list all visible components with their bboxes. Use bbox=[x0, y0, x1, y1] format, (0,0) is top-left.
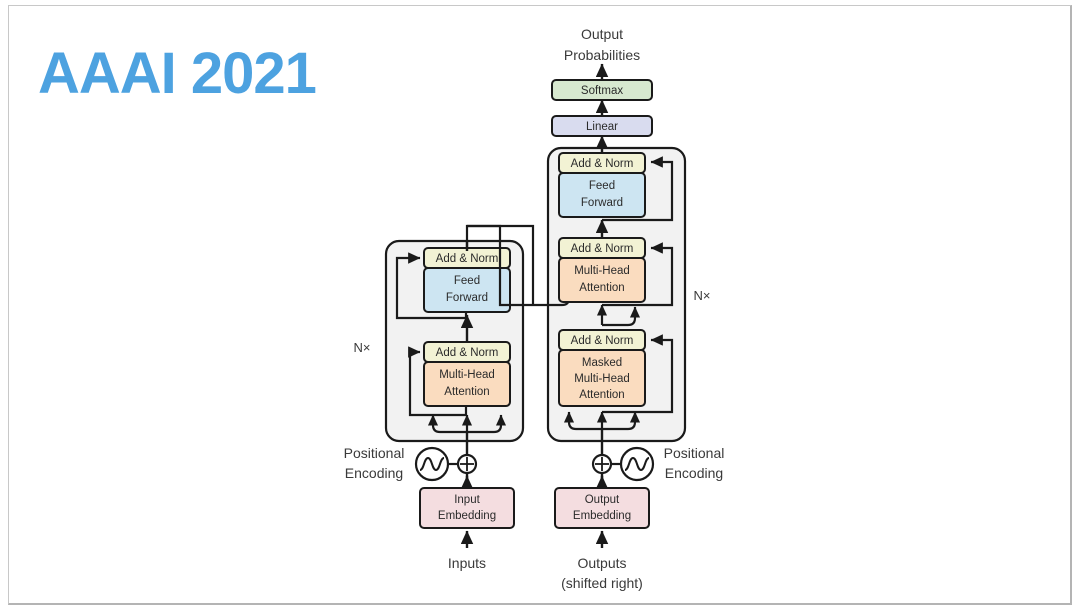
decoder-feed-forward-label-1: Feed bbox=[589, 180, 615, 192]
decoder-add-norm-2: Add & Norm bbox=[558, 237, 646, 259]
decoder-mha-label-2: Attention bbox=[579, 282, 624, 294]
decoder-feed-forward: Feed Forward bbox=[558, 172, 646, 218]
linear-box: Linear bbox=[551, 115, 653, 137]
input-embedding-label-1: Input bbox=[454, 494, 480, 506]
encoder-mha-label-2: Attention bbox=[444, 386, 489, 398]
linear-label: Linear bbox=[586, 121, 618, 133]
sine-wave-path bbox=[419, 456, 445, 472]
decoder-add-norm-1: Add & Norm bbox=[558, 329, 646, 351]
output-probabilities-label-1: Output bbox=[581, 26, 623, 42]
encoder-add-norm-1-label: Add & Norm bbox=[436, 347, 499, 359]
decoder-add-norm-3-label: Add & Norm bbox=[571, 158, 634, 170]
softmax-box: Softmax bbox=[551, 79, 653, 101]
outputs-label-2: (shifted right) bbox=[561, 575, 643, 591]
encoder-nx-label: N× bbox=[354, 340, 371, 355]
decoder-add-norm-2-label: Add & Norm bbox=[571, 243, 634, 255]
decoder-positional-encoding-label-2: Encoding bbox=[665, 465, 723, 481]
sine-wave-path bbox=[624, 456, 650, 472]
output-embedding-label-2: Embedding bbox=[573, 510, 631, 522]
softmax-label: Softmax bbox=[581, 85, 623, 97]
decoder-positional-encoding-group bbox=[591, 446, 655, 482]
encoder-add-norm-1: Add & Norm bbox=[423, 341, 511, 363]
encoder-positional-encoding-label-2: Encoding bbox=[345, 465, 403, 481]
output-embedding-label-1: Output bbox=[585, 494, 620, 506]
encoder-add-norm-2-label: Add & Norm bbox=[436, 253, 499, 265]
decoder-masked-label-3: Attention bbox=[579, 389, 624, 401]
decoder-masked-label-1: Masked bbox=[582, 357, 622, 369]
input-embedding-box: Input Embedding bbox=[419, 487, 515, 529]
encoder-positional-encoding-label-1: Positional bbox=[344, 445, 405, 461]
encoder-feed-forward-label-1: Feed bbox=[454, 275, 480, 287]
decoder-positional-encoding-label-1: Positional bbox=[664, 445, 725, 461]
encoder-mha-label-1: Multi-Head bbox=[439, 369, 495, 381]
decoder-masked-multi-head-attention: Masked Multi-Head Attention bbox=[558, 349, 646, 407]
decoder-mha-label-1: Multi-Head bbox=[574, 265, 630, 277]
decoder-add-norm-3: Add & Norm bbox=[558, 152, 646, 174]
decoder-multi-head-attention: Multi-Head Attention bbox=[558, 257, 646, 303]
decoder-nx-label: N× bbox=[694, 288, 711, 303]
inputs-label: Inputs bbox=[448, 555, 486, 571]
encoder-qkv-arrows bbox=[427, 414, 507, 434]
encoder-positional-encoding-group bbox=[414, 446, 478, 482]
encoder-feed-forward-label-2: Forward bbox=[446, 292, 488, 304]
decoder-feed-forward-label-2: Forward bbox=[581, 197, 623, 209]
output-embedding-box: Output Embedding bbox=[554, 487, 650, 529]
decoder-masked-qkv-arrows bbox=[563, 411, 641, 431]
decoder-cross-qkv-arrows bbox=[596, 304, 641, 327]
output-probabilities-label-2: Probabilities bbox=[564, 47, 640, 63]
outputs-label-1: Outputs bbox=[577, 555, 626, 571]
decoder-add-norm-1-label: Add & Norm bbox=[571, 335, 634, 347]
input-embedding-label-2: Embedding bbox=[438, 510, 496, 522]
page-title: AAAI 2021 bbox=[38, 41, 317, 106]
encoder-feed-forward: Feed Forward bbox=[423, 267, 511, 313]
encoder-multi-head-attention: Multi-Head Attention bbox=[423, 361, 511, 407]
decoder-masked-label-2: Multi-Head bbox=[574, 373, 630, 385]
